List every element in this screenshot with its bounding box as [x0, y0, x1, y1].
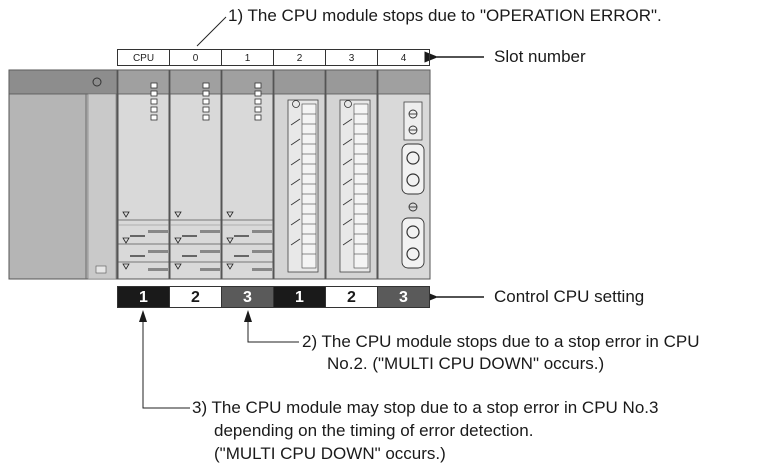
control-cpu-cell: 1	[273, 286, 326, 308]
control-cpu-cell: 2	[169, 286, 222, 308]
note2-text-line1: 2) The CPU module stops due to a stop er…	[302, 332, 700, 351]
slot-label-3: 3	[325, 49, 378, 66]
slot-number-label: Slot number	[494, 47, 586, 66]
note3-arrowhead-icon	[139, 310, 147, 322]
io-module-2	[325, 69, 378, 280]
note3-text-line2: depending on the timing of error detecti…	[214, 421, 534, 440]
note3-text-line3: ("MULTI CPU DOWN" occurs.)	[214, 444, 446, 463]
control-cpu-cell: 3	[221, 286, 274, 308]
control-cpu-cell: 1	[117, 286, 170, 308]
io-module-1	[273, 69, 326, 280]
control-cpu-cell: 3	[377, 286, 430, 308]
power-supply-module	[8, 69, 118, 280]
note3-text-line1: 3) The CPU module may stop due to a stop…	[192, 398, 659, 417]
slot-label-4: 4	[377, 49, 430, 66]
note1-text: 1) The CPU module stops due to "OPERATIO…	[228, 6, 662, 25]
power-led-icon	[92, 77, 102, 87]
note3-leader-line	[142, 322, 190, 409]
slot-label-cpu: CPU	[117, 49, 170, 66]
note1-leader-line	[196, 16, 227, 47]
note2-leader-line	[247, 322, 299, 343]
slot-label-0: 0	[169, 49, 222, 66]
note2-arrowhead-icon	[244, 310, 252, 322]
control-cpu-setting-label: Control CPU setting	[494, 287, 645, 306]
slot-label-1: 1	[221, 49, 274, 66]
network-module	[377, 69, 431, 280]
slot-label-2: 2	[273, 49, 326, 66]
control-cpu-cell: 2	[325, 286, 378, 308]
cpu-module-1	[117, 69, 170, 280]
cpu-module-3	[221, 69, 274, 280]
cpu-module-2	[169, 69, 222, 280]
note2-text-line2: No.2. ("MULTI CPU DOWN" occurs.)	[327, 354, 605, 373]
